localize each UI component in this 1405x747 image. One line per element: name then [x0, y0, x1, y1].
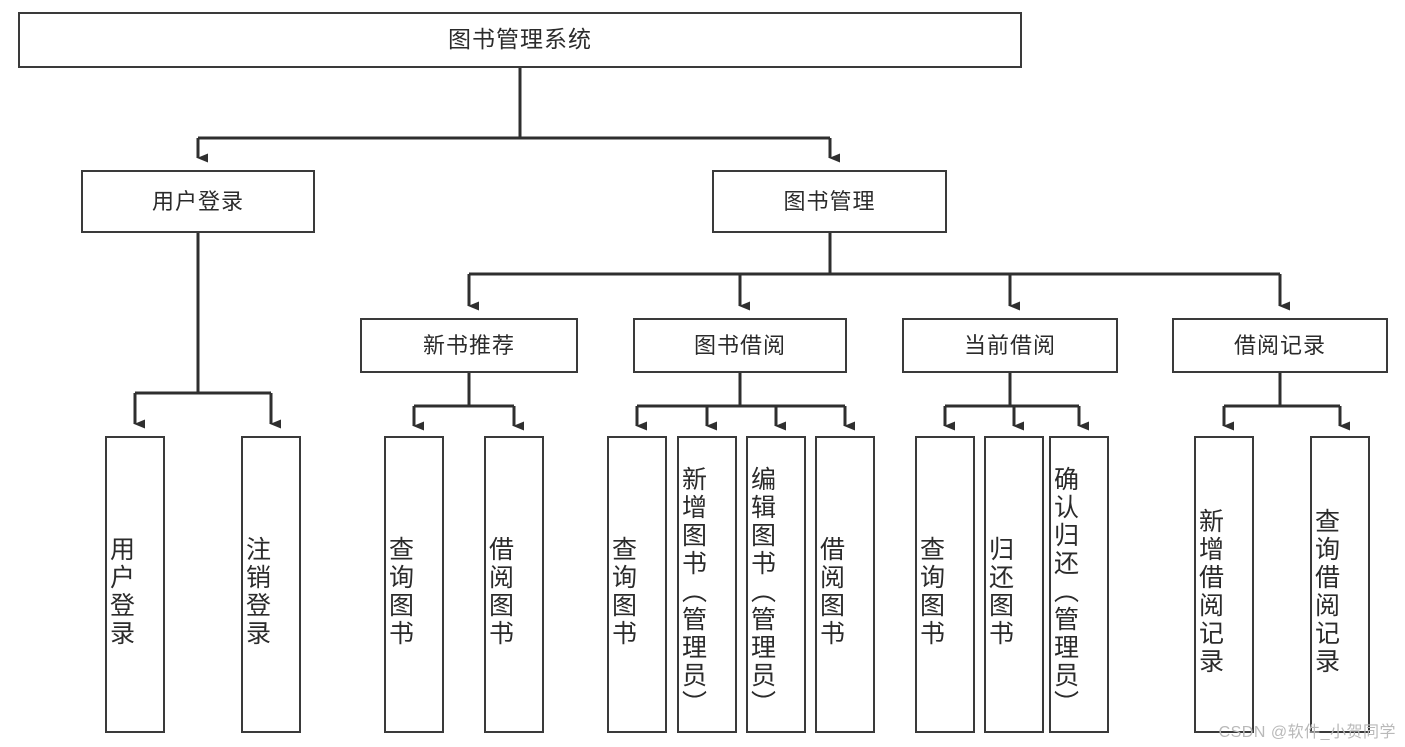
leaf-label: 借阅图书	[485, 535, 514, 648]
leaf-label: 注销登录	[242, 535, 271, 648]
leaf-label: 借阅图书	[816, 535, 845, 648]
leaf-record-add-record[interactable]: 新增借阅记录	[1194, 436, 1254, 733]
leaf-recommend-query-book[interactable]: 查询图书	[384, 436, 444, 733]
node-borrow-record[interactable]: 借阅记录	[1172, 318, 1388, 373]
node-book-borrow[interactable]: 图书借阅	[633, 318, 847, 373]
node-borrow-record-label: 借阅记录	[1233, 332, 1326, 358]
leaf-borrow-add-book-admin[interactable]: 新增图书（管理员）	[677, 436, 737, 733]
node-root[interactable]: 图书管理系统	[18, 12, 1022, 68]
node-current-borrow-label: 当前借阅	[963, 332, 1056, 358]
leaf-label: 用户登录	[106, 535, 135, 648]
watermark: CSDN @软件_小贺同学	[1218, 724, 1396, 741]
leaf-borrow-query-book[interactable]: 查询图书	[607, 436, 667, 733]
leaf-borrow-edit-book-admin[interactable]: 编辑图书（管理员）	[746, 436, 806, 733]
leaf-label: 确认归还（管理员）	[1050, 465, 1079, 718]
leaf-borrow-borrow-book[interactable]: 借阅图书	[815, 436, 875, 733]
leaf-current-query-book[interactable]: 查询图书	[915, 436, 975, 733]
leaf-label: 查询图书	[608, 535, 637, 648]
node-book-management[interactable]: 图书管理	[712, 170, 947, 233]
leaf-label: 新增图书（管理员）	[678, 465, 707, 718]
node-user-login-label: 用户登录	[151, 188, 244, 214]
leaf-label: 归还图书	[985, 535, 1014, 648]
leaf-current-return-book[interactable]: 归还图书	[984, 436, 1044, 733]
leaf-current-confirm-return-admin[interactable]: 确认归还（管理员）	[1049, 436, 1109, 733]
node-user-login[interactable]: 用户登录	[81, 170, 315, 233]
node-root-label: 图书管理系统	[448, 26, 592, 53]
node-new-book-recommend-label: 新书推荐	[422, 332, 515, 358]
leaf-label: 查询借阅记录	[1311, 507, 1340, 676]
leaf-user-login-logout[interactable]: 注销登录	[241, 436, 301, 733]
node-new-book-recommend[interactable]: 新书推荐	[360, 318, 578, 373]
leaf-label: 新增借阅记录	[1195, 507, 1224, 676]
leaf-label: 编辑图书（管理员）	[747, 465, 776, 718]
node-book-management-label: 图书管理	[783, 188, 876, 214]
leaf-label: 查询图书	[385, 535, 414, 648]
leaf-user-login-login[interactable]: 用户登录	[105, 436, 165, 733]
leaf-label: 查询图书	[916, 535, 945, 648]
leaf-record-query-record[interactable]: 查询借阅记录	[1310, 436, 1370, 733]
leaf-recommend-borrow-book[interactable]: 借阅图书	[484, 436, 544, 733]
node-book-borrow-label: 图书借阅	[693, 332, 786, 358]
node-current-borrow[interactable]: 当前借阅	[902, 318, 1118, 373]
